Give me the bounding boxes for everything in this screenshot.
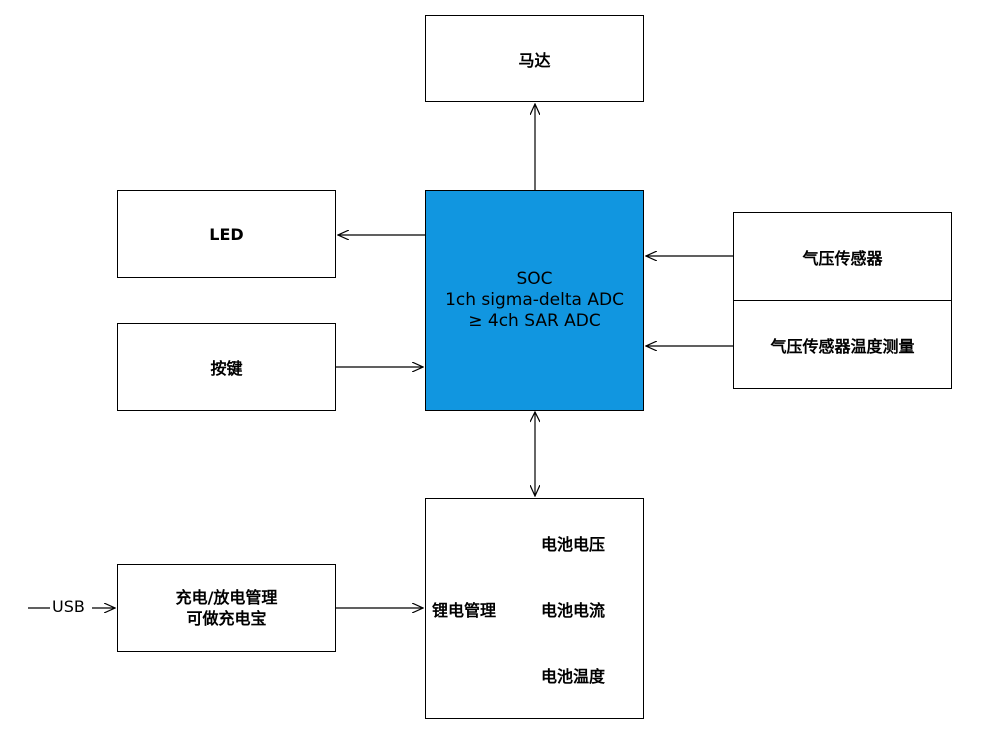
- pressure-sensor-block: 气压传感器 气压传感器温度测量: [733, 212, 952, 389]
- sensor-divider: [734, 300, 951, 301]
- pressure-temp-label: 气压传感器温度测量: [770, 337, 915, 356]
- battery-item-current: 电池电流: [541, 601, 606, 620]
- soc-title: SOC: [516, 269, 553, 289]
- led-label: LED: [209, 224, 244, 244]
- battery-item-voltage: 电池电压: [541, 535, 606, 554]
- battery-management-title: 锂电管理: [432, 601, 497, 620]
- button-label: 按键: [210, 359, 243, 378]
- led-block: LED: [117, 190, 336, 278]
- soc-adc-line: 1ch sigma-delta ADC: [445, 290, 624, 310]
- soc-block: SOC 1ch sigma-delta ADC ≥ 4ch SAR ADC: [425, 190, 644, 411]
- battery-item-temperature: 电池温度: [541, 667, 606, 686]
- button-block: 按键: [117, 323, 336, 411]
- usb-label: USB: [52, 597, 85, 616]
- motor-block: 马达: [425, 15, 644, 102]
- charge-label-line1: 充电/放电管理: [175, 588, 278, 607]
- pressure-sensor-label: 气压传感器: [802, 248, 883, 268]
- soc-sar-line: ≥ 4ch SAR ADC: [468, 311, 601, 331]
- motor-label: 马达: [518, 50, 551, 70]
- battery-management-block: [425, 498, 644, 719]
- charge-label-line2: 可做充电宝: [186, 609, 267, 628]
- charge-management-block: 充电/放电管理 可做充电宝: [117, 564, 336, 652]
